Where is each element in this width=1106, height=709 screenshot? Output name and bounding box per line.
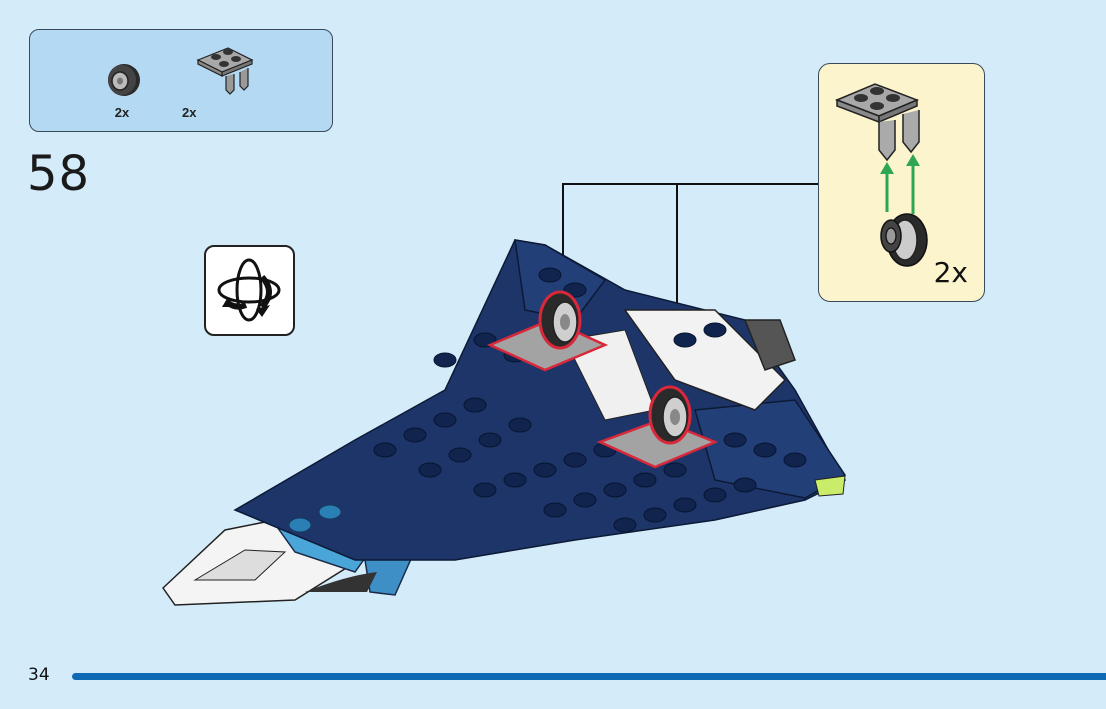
wheel-icon xyxy=(108,64,140,96)
callout-quantity: 2x xyxy=(933,256,968,289)
part-wheel: 2x xyxy=(92,30,152,130)
parts-list-box: 2x 2x xyxy=(29,29,333,132)
part-plate-with-clips: 2x xyxy=(180,30,260,130)
rotate-indicator xyxy=(204,245,295,336)
page-number: 34 xyxy=(28,665,50,685)
plate-with-clips-icon xyxy=(196,47,254,95)
step-number: 58 xyxy=(27,146,91,202)
part-quantity: 2x xyxy=(114,105,130,120)
part-quantity: 2x xyxy=(182,105,197,120)
model-jet-illustration xyxy=(162,239,847,606)
rotate-model-icon xyxy=(217,258,281,322)
sub-assembly-callout: 2x xyxy=(818,63,985,302)
page-progress-bar xyxy=(72,673,1106,680)
sub-assembly-illustration xyxy=(834,83,928,267)
